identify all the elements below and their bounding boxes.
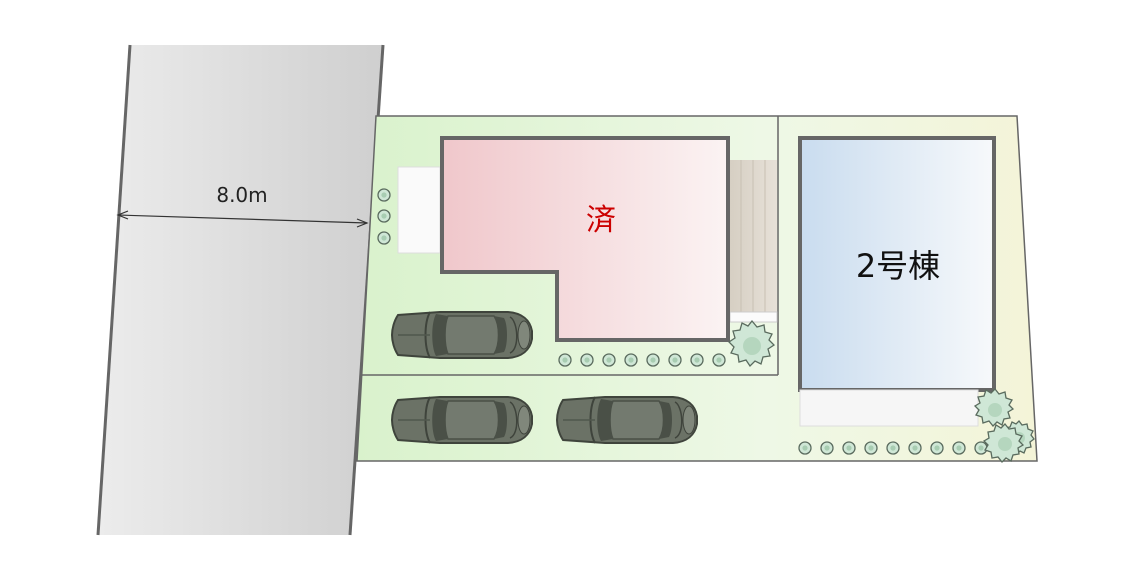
road-width-dimension: 8.0m <box>116 183 369 228</box>
parked-car-3 <box>556 396 698 444</box>
hedge-bottom <box>798 441 988 455</box>
road <box>98 45 383 535</box>
tree-right-3 <box>982 423 1025 463</box>
building-2-porch <box>799 389 979 427</box>
wood-deck <box>729 160 778 323</box>
tree-middle <box>727 319 776 368</box>
road-width-label: 8.0m <box>216 183 267 207</box>
hedge-left <box>377 188 391 245</box>
road-edge-left <box>96 44 132 536</box>
entrance-porch <box>397 166 441 254</box>
building-sold <box>440 136 730 342</box>
tree-right-1 <box>973 388 1015 427</box>
building-2 <box>798 136 996 392</box>
building-2-label: 2号棟 <box>856 247 940 285</box>
parked-car-1 <box>391 311 533 359</box>
parked-car-2 <box>391 396 533 444</box>
building-sold-label: 済 <box>586 203 616 238</box>
